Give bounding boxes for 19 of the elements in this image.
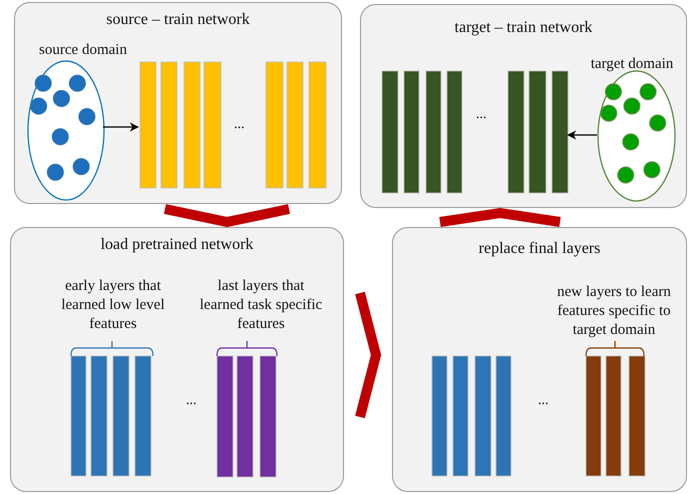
layer-description: new layers to learn features specific to target domain (556, 283, 672, 340)
panel (14, 2, 342, 204)
panel (10, 227, 344, 492)
arrow (103, 122, 139, 132)
panel-title: source – train network (105, 11, 251, 29)
node-label: source domain (38, 41, 128, 60)
ellipsis-text: ... (234, 117, 244, 133)
panel-title: replace final layers (478, 240, 602, 258)
panel-title: load pretrained network (100, 236, 254, 254)
arrow (567, 130, 597, 140)
panel (360, 4, 687, 208)
node-label: target domain (590, 55, 674, 74)
ellipsis-text: ... (476, 107, 486, 123)
panel-title: target – train network (454, 19, 594, 37)
ellipsis-text: ... (186, 393, 196, 409)
ellipsis-text: ... (538, 393, 548, 409)
panel (392, 227, 687, 492)
layer-description: last layers that learned task specific features (198, 277, 324, 334)
layer-description: early layers that learned low level features (60, 277, 166, 334)
